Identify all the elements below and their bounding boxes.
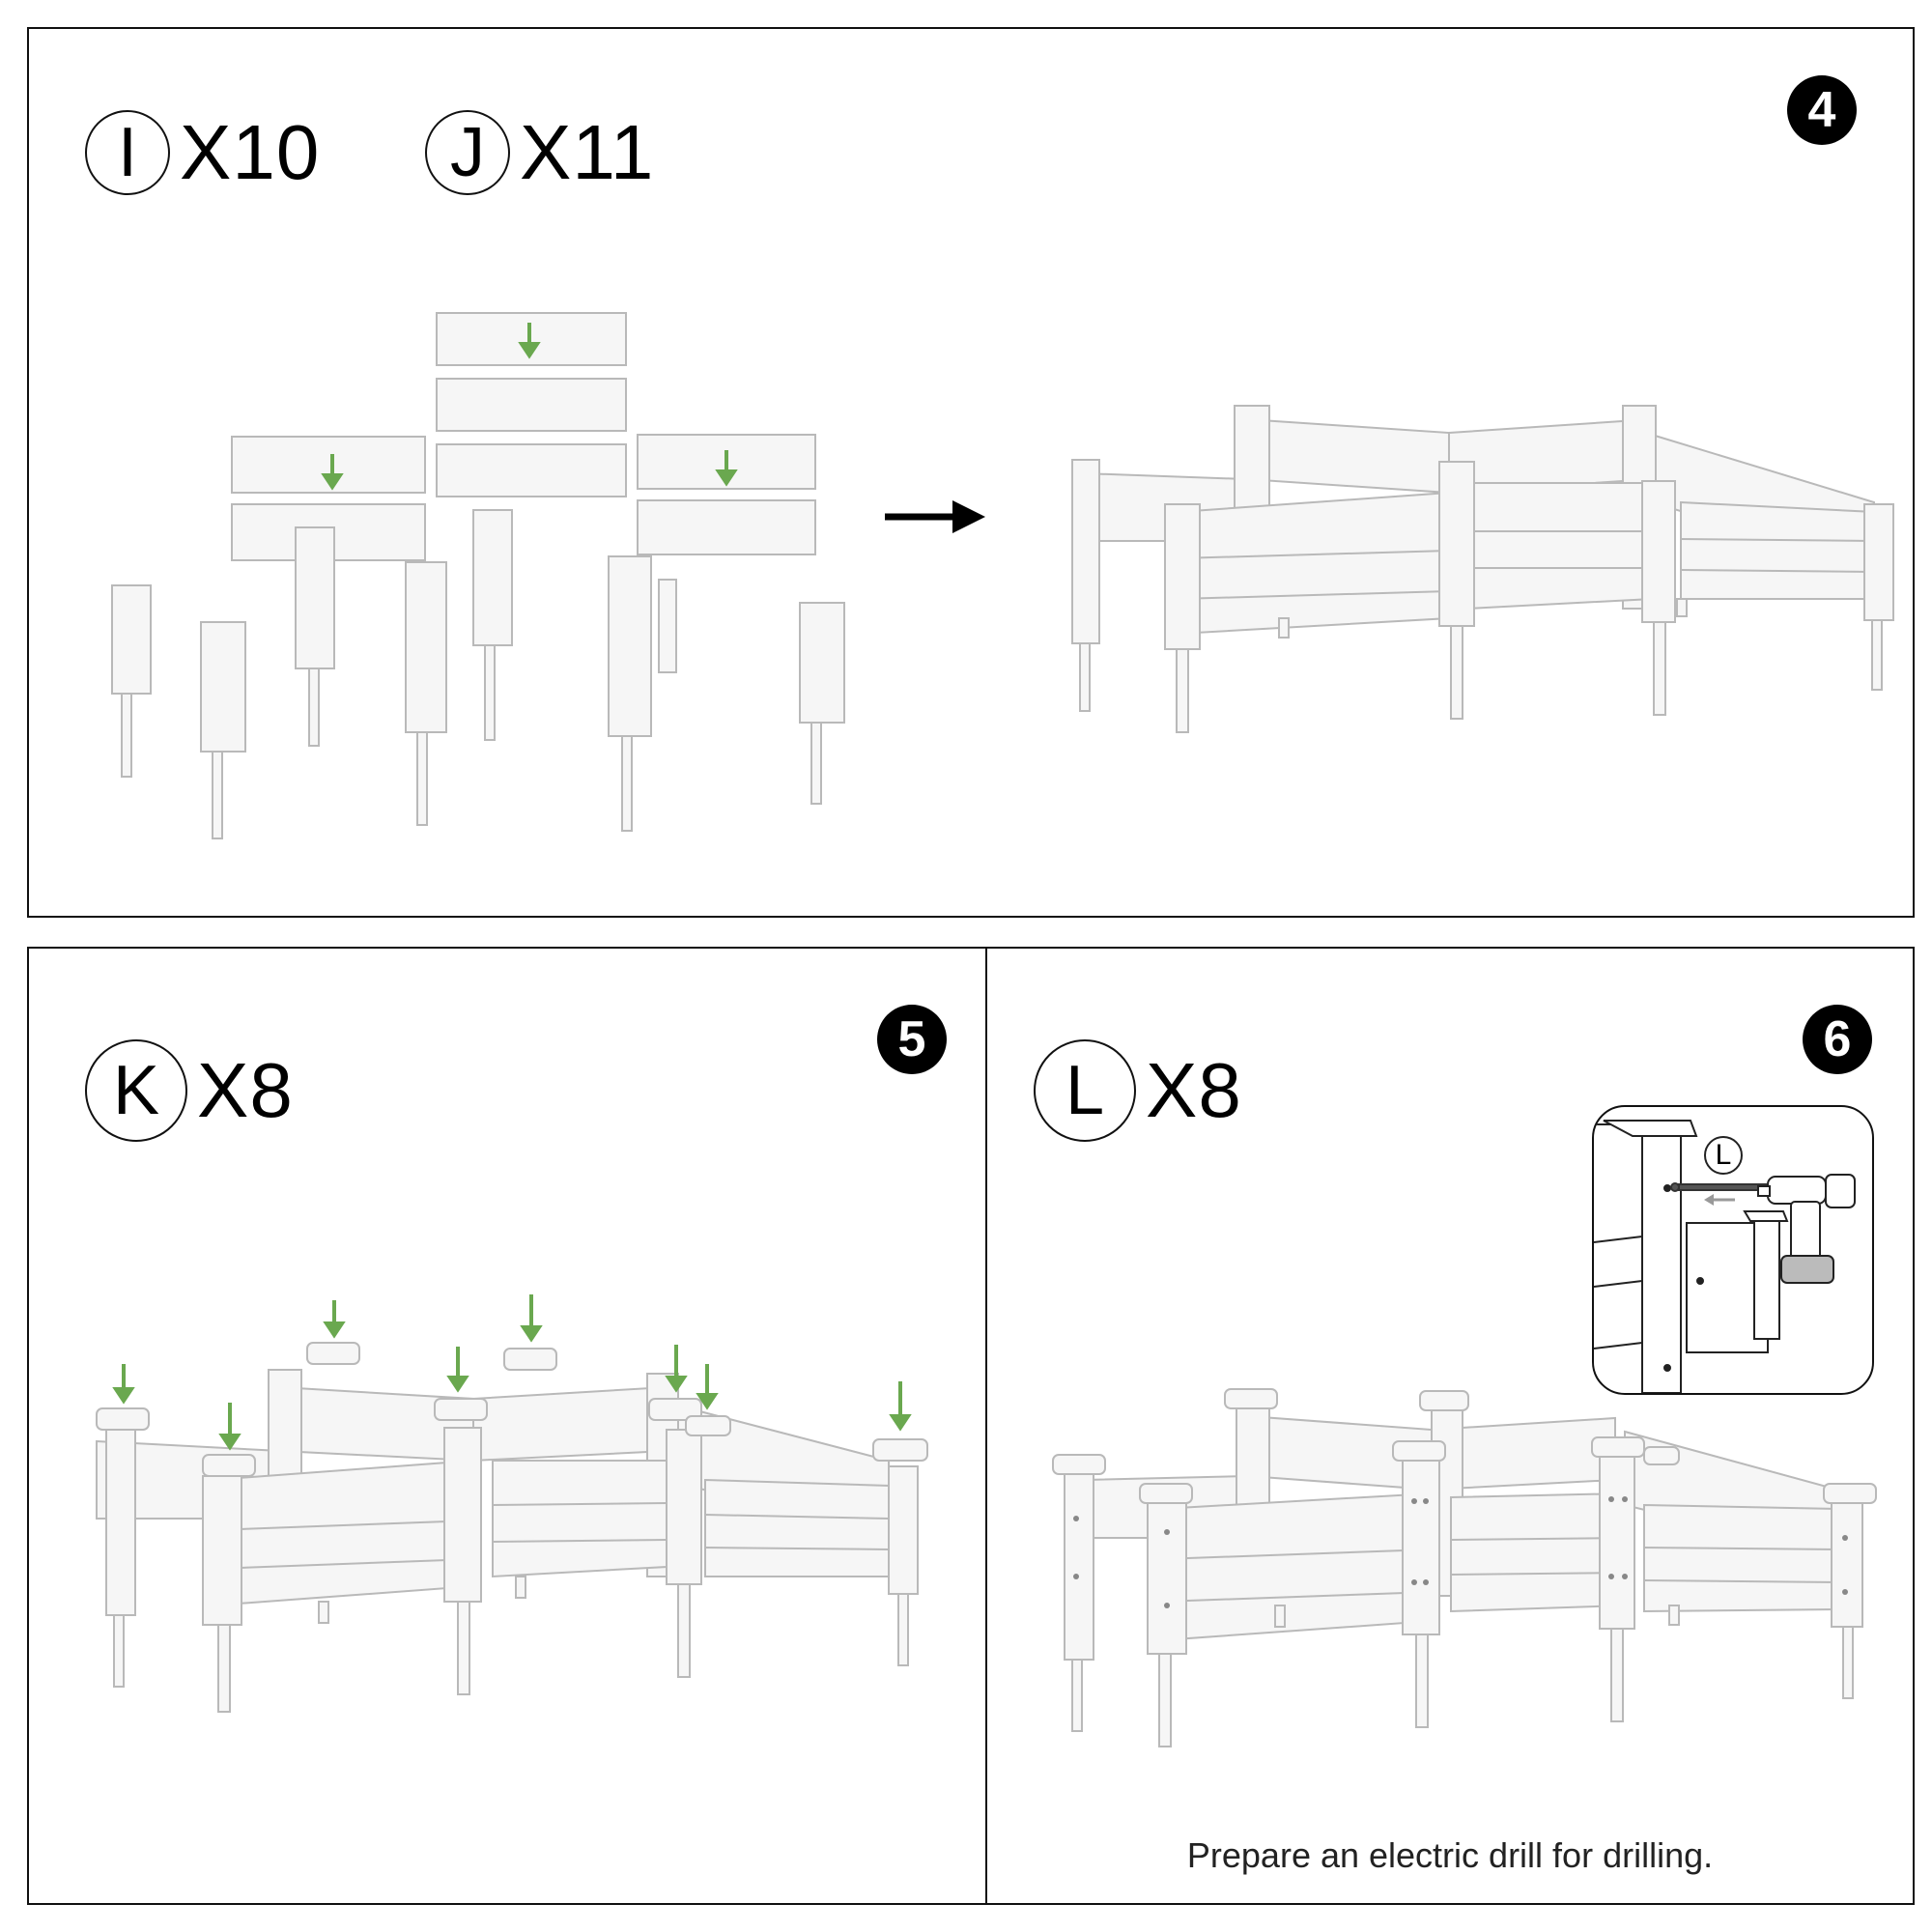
step-number-4: 4 bbox=[1787, 75, 1857, 145]
part-k-quantity: X8 bbox=[197, 1047, 294, 1133]
post bbox=[295, 526, 335, 669]
drill-detail-drawing bbox=[1594, 1120, 1856, 1393]
exploded-parts-diagram bbox=[111, 312, 845, 839]
down-arrow-icon bbox=[218, 1434, 242, 1451]
post bbox=[200, 621, 246, 753]
post bbox=[799, 602, 845, 724]
part-i-callout: I X10 bbox=[85, 108, 320, 197]
step-6-panel: L X8 6 bbox=[985, 947, 1915, 1905]
step-number-5: 5 bbox=[877, 1005, 947, 1074]
drill-instruction-caption: Prepare an electric drill for drilling. bbox=[1186, 1835, 1714, 1875]
part-i-badge: I bbox=[85, 110, 170, 195]
drill-icon bbox=[1757, 1174, 1856, 1284]
part-j-quantity: X11 bbox=[520, 109, 655, 195]
post-stake bbox=[416, 731, 428, 826]
down-arrow-icon bbox=[520, 1325, 543, 1343]
down-arrow-icon bbox=[321, 473, 344, 491]
post bbox=[405, 561, 447, 733]
part-l-badge: L bbox=[1034, 1039, 1136, 1142]
part-l-quantity: X8 bbox=[1146, 1047, 1242, 1133]
part-l-callout: L X8 bbox=[1034, 1039, 1242, 1142]
down-arrow-icon bbox=[323, 1321, 346, 1339]
down-arrow-icon bbox=[112, 1387, 135, 1405]
part-k-badge: K bbox=[85, 1039, 187, 1142]
board-panel bbox=[436, 443, 627, 497]
post-stake bbox=[810, 722, 822, 805]
post bbox=[658, 579, 677, 673]
drill-detail-inset: L bbox=[1592, 1105, 1874, 1395]
capped-bed-diagram bbox=[1052, 1388, 1877, 1747]
post bbox=[472, 509, 513, 646]
down-arrow-icon bbox=[889, 1414, 912, 1432]
post-stake bbox=[308, 668, 320, 747]
post-caps-diagram bbox=[96, 1294, 928, 1713]
assembled-bed-diagram bbox=[1071, 405, 1894, 733]
step-4-panel: I X10 J X11 4 bbox=[27, 27, 1915, 918]
down-arrow-icon bbox=[665, 1376, 688, 1393]
post bbox=[608, 555, 652, 737]
down-arrow-icon bbox=[696, 1393, 719, 1410]
part-j-badge: J bbox=[425, 110, 510, 195]
screw-icon bbox=[1670, 1182, 1767, 1192]
inset-part-l-badge: L bbox=[1704, 1136, 1743, 1175]
right-arrow-icon bbox=[885, 500, 985, 533]
part-i-quantity: X10 bbox=[180, 109, 321, 195]
post-stake bbox=[212, 751, 223, 839]
post-stake bbox=[484, 644, 496, 741]
post bbox=[111, 584, 152, 695]
part-k-callout: K X8 bbox=[85, 1039, 294, 1142]
down-arrow-icon bbox=[518, 342, 541, 359]
post-stake bbox=[621, 735, 633, 832]
part-j-callout: J X11 bbox=[425, 108, 654, 197]
step-5-panel: K X8 5 bbox=[27, 947, 987, 1905]
down-arrow-icon bbox=[715, 469, 738, 487]
step-number-6: 6 bbox=[1803, 1005, 1872, 1074]
board-panel bbox=[637, 499, 816, 555]
post-stake bbox=[121, 693, 132, 778]
down-arrow-icon bbox=[446, 1376, 469, 1393]
board-panel bbox=[436, 378, 627, 432]
